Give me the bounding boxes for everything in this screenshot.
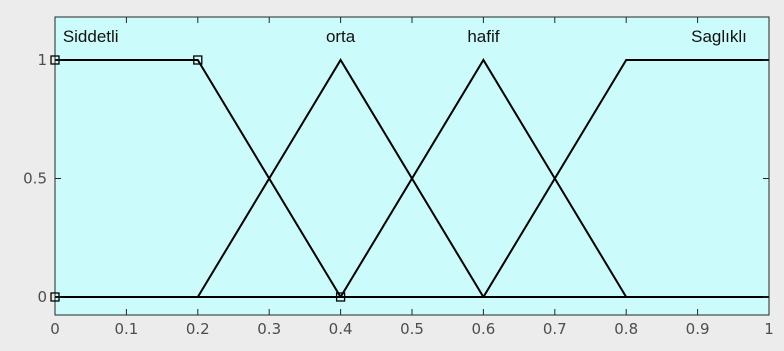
x-tick-label-2: 0.2 [186,320,210,338]
y-tick-label-1: 0.5 [23,170,47,188]
x-tick-label-10: 1 [764,320,774,338]
x-tick-label-1: 0.1 [114,320,138,338]
x-tick-label-0: 0 [50,320,60,338]
x-tick-label-7: 0.7 [543,320,567,338]
x-tick-label-9: 0.9 [686,320,710,338]
series-label-1: orta [326,27,356,46]
axes-layer: 0 0.1 0.2 0.3 0.4 0.5 0.6 0.7 0.8 0.9 1 0 0.5 1 [23,17,774,338]
marker-1 [193,55,203,65]
x-tick-label-8: 0.8 [614,320,638,338]
y-tick-label-2: 1 [37,51,47,69]
series-line-3 [55,59,769,298]
label-layer: Siddetli orta hafif Saglıklı [63,27,747,46]
series-label-0: Siddetli [63,27,119,46]
series-layer [55,58,769,298]
series-label-3: Saglıklı [691,27,747,46]
marker-3 [335,292,346,302]
y-tick-label-0: 0 [37,288,47,306]
x-tick-label-6: 0.6 [471,320,495,338]
plot-area [54,16,770,316]
x-tick-label-3: 0.3 [257,320,281,338]
x-tick-label-4: 0.4 [329,320,353,338]
x-tick-label-5: 0.5 [400,320,424,338]
series-label-2: hafif [467,27,499,46]
